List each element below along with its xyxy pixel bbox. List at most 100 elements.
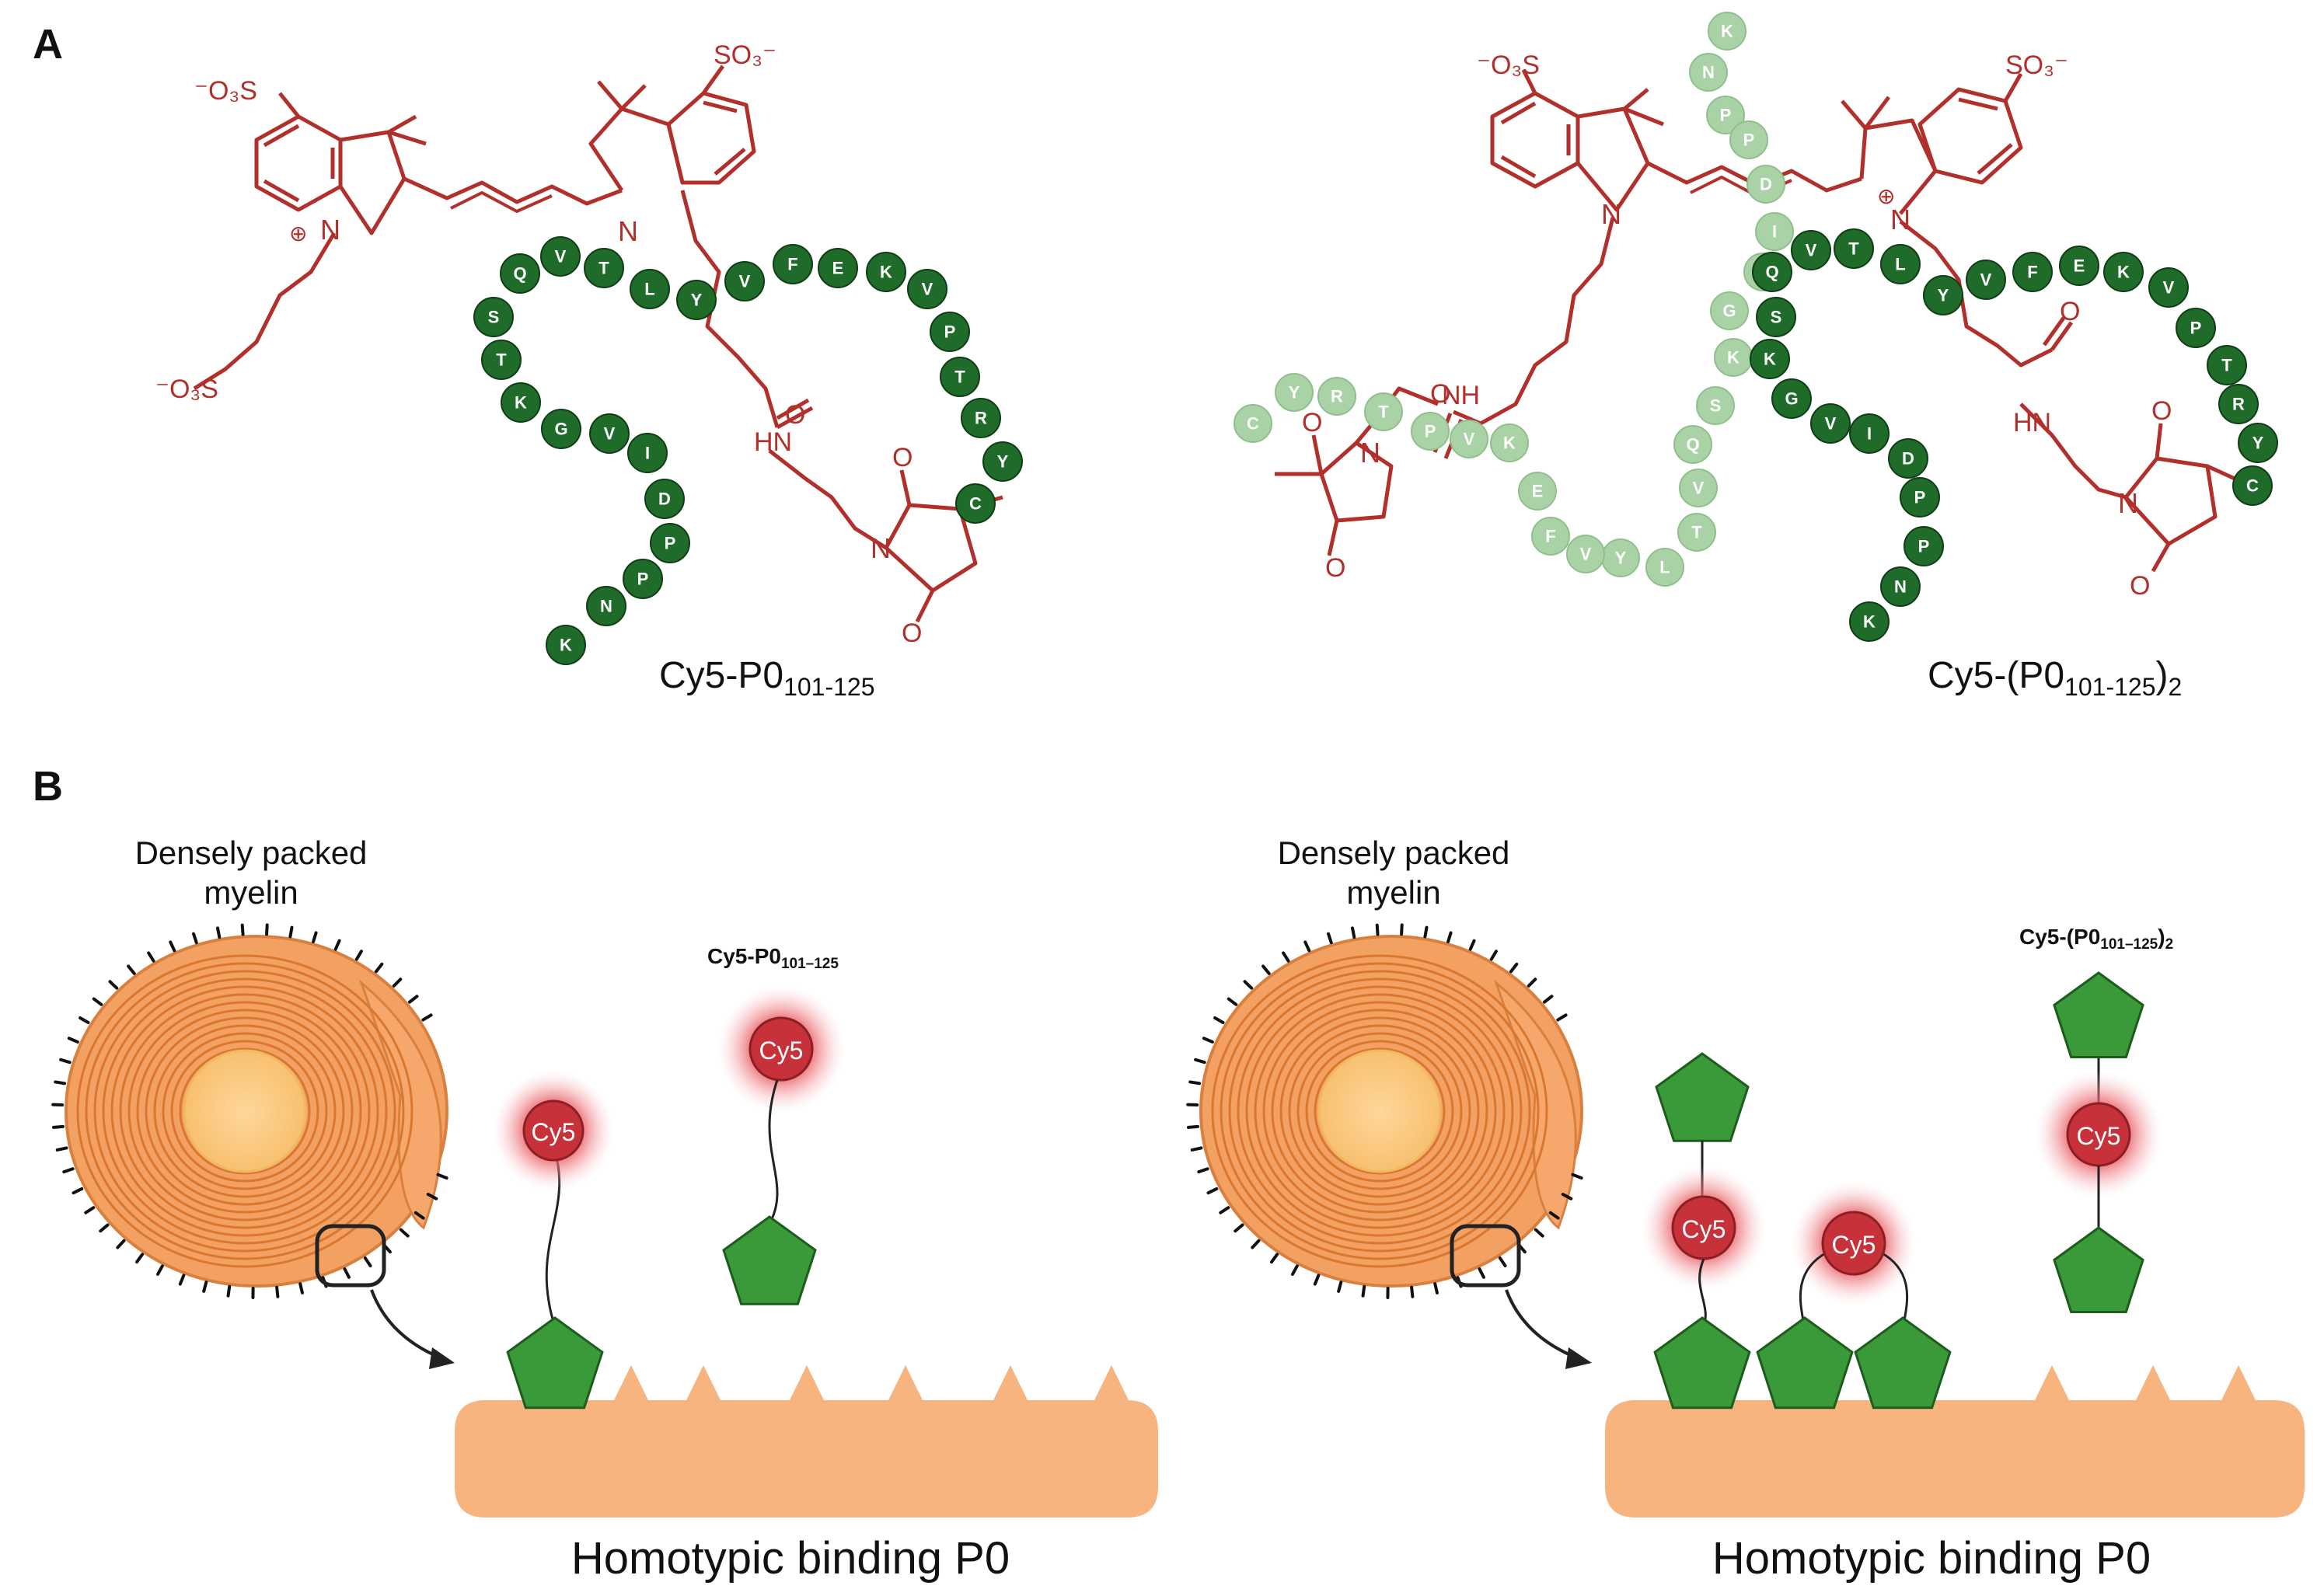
mono-residue-letter: I [645,444,650,463]
mono-o-mal1: O [892,443,912,472]
mono-residue-bead [907,269,947,309]
left-myelin-spike [108,980,119,990]
left-myelin-lamella [136,1009,354,1214]
left-myelin-lamella [153,1024,337,1198]
left-myelin-spike [169,940,176,953]
left-myelin-spike [312,931,318,943]
right-myelin-spike [1290,1264,1299,1276]
left-myelin-spike [426,1193,438,1200]
dimer-light-residue-letter: Q [1686,435,1699,455]
left-myelin-spike [79,1016,90,1024]
right-myelin-lamella [1211,954,1548,1268]
left-free-cy5-label: Cy5 [759,1037,804,1065]
left-myelin-lamella [127,1001,362,1221]
dimer-dark-residue-bead [1750,339,1790,379]
left-myelin-spike [216,926,222,939]
left-binding-label: Homotypic binding P0 [571,1533,1010,1584]
mono-residue-letter: G [554,420,567,439]
dimer-dark-residue-bead [2176,308,2216,348]
left-myelin-spike [62,1167,75,1174]
dimer-light-residue-letter: C [1247,414,1259,434]
dimer-dark-residue-letter: V [1825,414,1837,434]
left-myelin-spike [84,1206,96,1214]
dimer-nh: NH [1442,381,1480,410]
left-myelin-spike [298,1282,304,1295]
dimer-light-residue-letter: N [1702,63,1715,82]
dimer-dark-residue-bead [1849,413,1890,454]
left-probe-label: Cy5-P0101–125 [707,944,839,972]
dimer-dark-residue-letter: P [1914,488,1926,507]
right-a-top-pentagon [1655,1052,1750,1142]
dimer-o-r1: O [2060,297,2080,326]
dimer-light-residue-bead [1706,96,1745,134]
right-myelin-spike [1468,939,1476,951]
dimer-plus-charge: ⊕ [1877,184,1895,208]
dimer-dark-residue-letter: P [2190,319,2202,338]
dimer-dark-residue-bead [1791,230,1831,270]
right-b-cy5 [1821,1211,1886,1276]
dimer-o-r3: O [2130,571,2150,601]
cy5-monomer-structure [193,64,1003,623]
dimer-light-residue-bead [1679,469,1718,507]
dimer-n-mal-right: N [2118,487,2138,519]
mono-residue-bead [473,297,514,337]
right-myelin-spike [1489,950,1498,961]
dimer-o-l1: O [1430,379,1450,409]
mono-residue-bead [866,252,906,292]
dimer-light-residue-letter: K [1503,434,1516,453]
right-myelin-spike [1202,1037,1214,1044]
right-myelin-spike [1543,995,1554,1004]
right-myelin-sheath [1186,923,1583,1299]
dimer-dark-residue-letter: K [2117,263,2130,282]
dimer-dark-residue-bead [2059,246,2099,286]
mono-residue-bead [940,357,980,397]
right-myelin-lamella [1271,1009,1488,1214]
dimer-dark-residue-letter: G [1785,389,1798,409]
left-myelin-spike [374,962,384,974]
dimer-light-residue-letter: K [1721,22,1733,41]
right-myelin-spike [1561,1193,1573,1200]
mono-residue-letter: L [644,280,654,299]
right-myelin-spike [1337,1281,1343,1293]
mono-residue-bead [584,248,624,288]
mono-residue-letter: P [665,534,676,553]
left-myelin-spike [178,1274,186,1286]
left-myelin-lamella [102,977,388,1245]
dimer-dark-residue-letter: Y [2252,434,2264,453]
left-free-pentagon [722,1215,817,1305]
mono-residue-bead [818,248,858,288]
left-bound-pentagon [506,1316,604,1410]
right-myelin-spike [1400,923,1404,936]
mono-residue-letter: Y [691,291,703,310]
dimer-light-residue-letter: Y [1289,383,1300,402]
left-myelin-lamella [170,1040,319,1183]
left-myelin-spike [155,1264,164,1276]
mono-residue-bead [546,625,586,665]
dimer-dark-residue-bead [2238,423,2278,463]
dimer-dark-residue-bead [1834,228,1874,269]
dimer-light-residue-bead [1755,212,1794,251]
right-myelin-spike [1478,1267,1485,1279]
right-myelin-line1: Densely packed [1278,835,1510,871]
right-myelin-spike [1188,1080,1202,1085]
right-probe-sub2: 2 [2165,936,2174,953]
dimer-dark-residue-bead [1810,403,1851,444]
right-probe-close: ) [2158,925,2165,949]
mono-so3-bottom: ⁻O₃S [155,375,218,404]
right-zoom-arrow [1505,1289,1579,1360]
dimer-light-residue-bead [1689,53,1728,92]
dimer-light-residue-letter: S [1710,396,1722,416]
dimer-light-residue-bead [1746,165,1785,204]
left-bound-cy5 [522,1099,584,1162]
dimer-dark-residue-letter: T [2221,356,2232,375]
dimer-dark-residue-bead [1888,438,1928,479]
right-probe-label: Cy5-(P0101–125)2 [2019,925,2173,953]
mono-residue-letter: P [944,322,956,342]
dimer-light-residue-letter: V [1693,479,1705,498]
mono-residue-bead [650,523,690,563]
left-myelin-spike [408,995,419,1004]
mono-hn: HN [754,427,792,457]
left-myelin-spike [135,1253,145,1264]
right-myelin-spike [1303,940,1311,953]
mono-residue-letter: V [555,247,567,267]
